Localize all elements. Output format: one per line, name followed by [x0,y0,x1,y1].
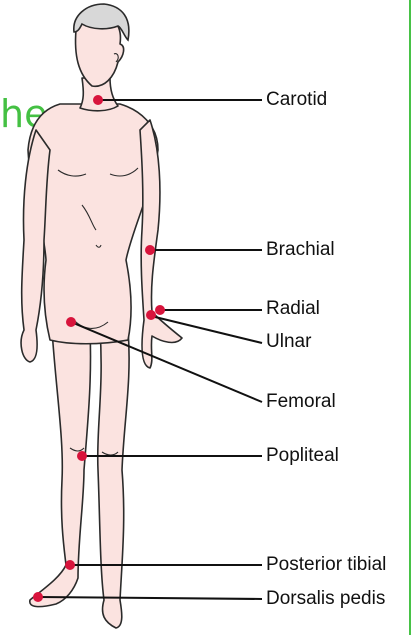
pulse-dot-femoral [66,317,76,327]
label-carotid: Carotid [266,89,327,111]
label-popliteal: Popliteal [266,445,339,467]
right-arm [140,120,182,368]
label-posterior-tibial: Posterior tibial [266,554,386,576]
leader-dorsalis-pedis [38,597,262,599]
pulse-dot-carotid [93,95,103,105]
label-femoral: Femoral [266,391,336,413]
label-ulnar: Ulnar [266,331,311,353]
pulse-dot-ulnar [146,310,156,320]
pulse-dot-posterior-tibial [65,560,75,570]
pulse-dot-popliteal [77,451,87,461]
pulse-dot-brachial [145,245,155,255]
label-dorsalis-pedis: Dorsalis pedis [266,588,385,610]
pulse-dot-dorsalis-pedis [33,592,43,602]
pulse-dot-radial [155,305,165,315]
label-brachial: Brachial [266,239,335,261]
right-leg [98,330,129,628]
label-radial: Radial [266,298,320,320]
